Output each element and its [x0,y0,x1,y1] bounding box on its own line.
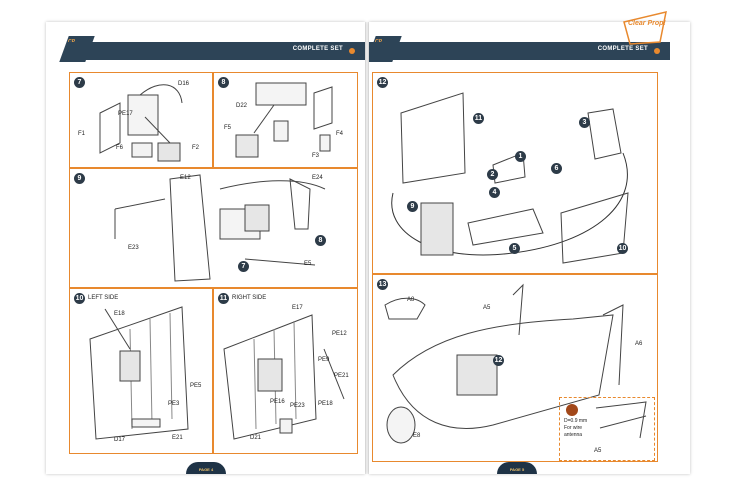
part-label: D22 [236,103,248,109]
step-12-drawing [391,92,629,264]
step-9-drawing [114,174,326,282]
part-label: D16 [178,81,190,87]
side-label: RIGHT SIDE [232,295,267,301]
part-label: E8 [413,433,421,439]
page-number: PAGE 5 [509,467,525,472]
step-number: 12 [377,77,388,88]
part-label: D21 [250,435,262,441]
part-label: PE9 [318,357,330,363]
brand-text: Clear Prop! [628,20,666,27]
part-label: E12 [180,175,191,181]
page-header: COMPLETE SET [68,42,365,60]
part-label: A6 [635,341,643,347]
part-label: PE12 [332,331,347,337]
header-title: COMPLETE SET [292,46,343,52]
step-number: 9 [74,173,85,184]
step-11-drawing [223,314,345,440]
callout-badge: 9 [407,201,418,212]
part-label: E21 [172,435,183,441]
step-11-box: 11 RIGHT SIDE E17 PE12 PE9 PE21 PE16 PE2… [213,288,358,454]
part-label: E23 [128,245,139,251]
part-label: E18 [114,311,125,317]
step-13-drawing [384,283,624,444]
footer-tab: PAGE 5 [497,462,537,474]
step-8-drawing [235,82,333,158]
part-label: A5 [594,448,602,454]
part-label: F5 [224,125,232,131]
footer-tab: PAGE 4 [186,462,226,474]
left-page: CP COMPLETE SET 7 D16 PE17 F1 F6 F2 8 [46,22,365,474]
step-number: 11 [218,293,229,304]
step-8-box: 8 D22 F5 F4 F3 [213,72,358,168]
page-header: COMPLETE SET [369,42,670,60]
note-line: For wire [564,425,583,431]
callout-badge: 12 [493,355,504,366]
part-label: F1 [78,131,86,137]
right-page: CP COMPLETE SET 12 11 1 2 3 4 5 6 9 10 1… [369,22,690,474]
antenna-note-box: D=0.9 mm For wire antenna A5 [559,397,655,461]
step-7-drawing [99,84,183,162]
part-label: PE16 [270,399,285,405]
brand-logo-shape [623,10,667,45]
step-9-box: 9 E12 E24 E23 E5 7 8 [69,168,358,288]
callout-badge: 3 [579,117,590,128]
part-label: F6 [116,145,124,151]
step-12-box: 12 11 1 2 3 4 5 6 9 10 [372,72,658,274]
callout-badge: 5 [509,243,520,254]
part-label: A5 [483,305,491,311]
header-dot-icon [349,48,355,54]
header-title: COMPLETE SET [597,46,648,52]
brand-logo: Clear Prop! [620,8,670,48]
part-label: E5 [304,261,312,267]
callout-badge: 11 [473,113,484,124]
part-label: PE21 [334,373,349,379]
step-number: 10 [74,293,85,304]
step-number: 7 [74,77,85,88]
part-label: F4 [336,131,344,137]
part-label: PE18 [318,401,333,407]
part-label: PE3 [168,401,180,407]
antenna-drawing [595,401,647,439]
side-label: LEFT SIDE [88,295,119,301]
part-label: F3 [312,153,320,159]
step-13-box: 13 A8 A5 A6 E8 12 D=0.9 mm For wire ante… [372,274,658,462]
note-line: D=0.9 mm [564,418,588,424]
callout-badge: 2 [487,169,498,180]
part-label: D17 [114,437,126,443]
step-7-box: 7 D16 PE17 F1 F6 F2 [69,72,213,168]
header-dot-icon [654,48,660,54]
page-number: PAGE 4 [198,467,214,472]
part-label: E24 [312,175,323,181]
wire-icon [566,404,578,416]
callout-badge: 8 [315,235,326,246]
callout-badge: 1 [515,151,526,162]
step-number: 8 [218,77,229,88]
step-10-box: 10 LEFT SIDE E18 D17 E21 PE5 PE3 [69,288,213,454]
part-label: PE23 [290,403,305,409]
part-label: E17 [292,305,303,311]
callout-badge: 4 [489,187,500,198]
callout-badge: 6 [551,163,562,174]
page-footer: PAGE 5 [369,454,690,474]
callout-badge: 7 [238,261,249,272]
step-number: 13 [377,279,388,290]
book-gutter [363,22,371,474]
part-label: A8 [407,297,415,303]
part-label: F2 [192,145,200,151]
step-10-drawing [89,306,189,440]
callout-badge: 10 [617,243,628,254]
note-line: antenna [564,432,583,438]
part-label: PE17 [118,111,133,117]
part-label: PE5 [190,383,202,389]
page-footer: PAGE 4 [46,454,365,474]
